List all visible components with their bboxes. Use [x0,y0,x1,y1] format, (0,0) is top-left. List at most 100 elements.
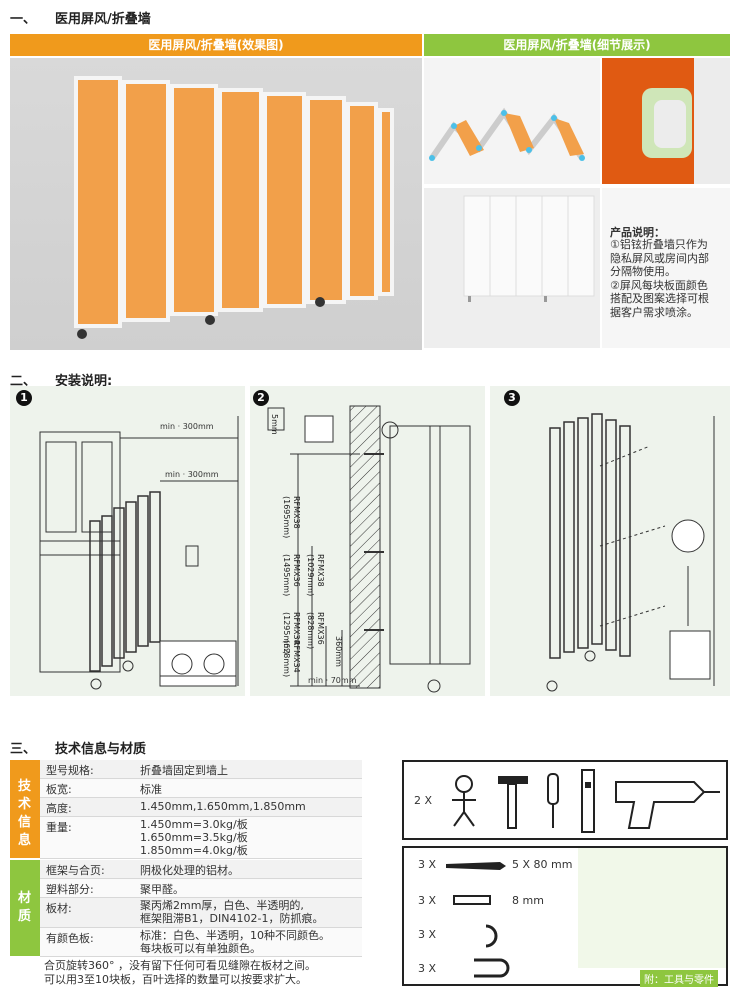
section3-title: 技术信息与材质 [55,742,147,757]
row-key: 高度: [46,802,72,815]
detail-hinge-image [424,58,600,184]
part-qty: 3 X [418,928,437,941]
section1-number: 一、 [10,12,37,27]
label-1029: (1029mm) [306,554,315,597]
side-char: 材 [17,891,32,906]
step1-badge: 1 [16,390,32,406]
desc-line: 隐私屏风或房间内部 [610,251,709,265]
dim-360mm: 360mm [334,636,343,667]
weight-line: 1.650mm=3.5kg/板 [140,831,248,844]
tools-box: 2 X [402,760,728,840]
tech-row-width: 板宽: 标准 [40,779,362,798]
material-row-frame: 框架与合页: 阴极化处理的铝材。 [40,860,362,879]
section2-title: 安装说明: [55,374,113,389]
row-value: 聚甲醛。 [140,883,184,896]
side-char: 息 [17,833,32,848]
header-detail-display: 医用屏风/折叠墙(细节展示) [424,34,730,56]
row-key: 重量: [46,821,72,834]
tech-side-label: 技 术 信 息 [10,760,40,858]
desc-line: ①铝铉折叠墙只作为 [610,238,708,251]
desc-line: 分隔物使用。 [610,265,676,278]
note-line: 可以用3至10块板，百叶选择的数量可以按要求扩大。 [44,973,307,986]
material-row-plastic: 塑料部分: 聚甲醛。 [40,879,362,898]
dim-min-70mm: min · 70mm [308,676,357,685]
side-char: 质 [17,909,32,924]
material-row-board: 板材: 聚丙烯2mm厚，白色、半透明的, 框架阻滞B1，DIN4102-1，防抓… [40,898,362,928]
label-rfmx36-b: RFMX36 [316,612,325,645]
row-key: 塑料部分: [46,883,94,896]
header-effect-image: 医用屏风/折叠墙(效果图) [10,34,422,56]
screen-panel [170,84,218,316]
row-key: 板宽: [46,783,72,796]
label-rfmx34-b: RFMX34 [292,640,301,673]
part-qty: 3 X [418,858,437,871]
screen-panel [218,88,263,312]
screen-panel [306,96,346,304]
section1-title: 医用屏风/折叠墙 [55,12,151,27]
row-key: 型号规格: [46,764,94,777]
color-line: 标准：白色、半透明，10种不同颜色。 [140,929,330,942]
label-rfmx34: RFMX34 [292,612,301,645]
dim-min-300-mid: min · 300mm [165,470,219,479]
label-628: (628mm) [282,640,291,678]
side-char: 技 [17,779,32,794]
label-1495: (1495mm) [282,554,291,597]
weight-line: 1.850mm=4.0kg/板 [140,844,248,857]
tech-row-weight: 重量: 1.450mm=3.0kg/板 1.650mm=3.5kg/板 1.85… [40,817,362,859]
side-char: 术 [17,797,32,812]
product-description-title: 产品说明： [610,226,665,239]
install-step3-panel: 3 [490,386,730,696]
side-char: 信 [17,815,32,830]
install-step2-panel: 2 5mm (1695mm) RFMX38 (1495mm) RFMX36 (1… [250,386,485,696]
row-value: 1.450mm,1.650mm,1.850mm [140,800,306,813]
hook-icon [485,924,498,948]
tech-row-model: 型号规格: 折叠墙固定到墙上 [40,760,362,779]
tech-row-height: 高度: 1.450mm,1.650mm,1.850mm [40,798,362,817]
part-qty: 3 X [418,894,437,907]
anchor-icon [453,895,491,905]
caster-wheel [315,297,325,307]
product-description-lines: ①铝铉折叠墙只作为 隐私屏风或房间内部 分隔物使用。 ②屏风每块板面颜色 搭配及… [610,238,709,319]
parts-box: 3 X 5 X 80 mm 3 X 8 mm 3 X 3 X 附：工具与零件 [402,846,728,987]
label-1695: (1695mm) [282,496,291,539]
caster-wheel [77,329,87,339]
material-row-color: 有颜色板: 标准：白色、半透明，10种不同颜色。 每块板可以有单独颜色。 [40,928,362,957]
row-key: 板材: [46,902,72,915]
material-notes: 合页旋转360° ，没有留下任何可看见缝隙在板材之间。 可以用3至10块板，百叶… [44,959,364,987]
parts-caption: 附：工具与零件 [640,970,718,987]
screen-panel [74,76,122,328]
dim-min-300-top: min · 300mm [160,422,214,431]
product-description-panel: 产品说明： ①铝铉折叠墙只作为 隐私屏风或房间内部 分隔物使用。 ②屏风每块板面… [602,188,730,348]
label-1295: (1295mm) [282,612,291,655]
parts-bg [578,848,726,968]
row-key: 框架与合页: [46,864,105,877]
screen-panel [378,108,394,296]
row-value: 标准 [140,783,162,796]
screen-panel [263,92,306,308]
folding-screen-render [74,76,394,339]
row-value: 折叠墙固定到墙上 [140,764,228,777]
board-line: 聚丙烯2mm厚，白色、半透明的, [140,899,304,912]
row-key: 有颜色板: [46,932,94,945]
label-rfmx36: RFMX36 [292,554,301,587]
row-value: 标准：白色、半透明，10种不同颜色。 每块板可以有单独颜色。 [140,929,330,955]
step3-badge: 3 [504,390,520,406]
install-step1-panel: 1 min · 300mm min · 300mm [10,386,245,696]
section3-number: 三、 [10,742,37,757]
weight-line: 1.450mm=3.0kg/板 [140,818,248,831]
tools-qty: 2 X [414,794,433,807]
dim-5mm: 5mm [270,414,279,435]
note-line: 合页旋转360° ，没有留下任何可看见缝隙在板材之间。 [44,959,316,972]
screen-panel [122,80,170,322]
caster-wheel [205,315,215,325]
effect-image [10,58,422,350]
part-qty: 3 X [418,962,437,975]
clip-icon [474,958,510,978]
row-value: 阴极化处理的铝材。 [140,864,239,877]
desc-line: 据客户需求喷涂。 [610,305,698,319]
desc-line: 搭配及图案选择可根 [610,292,709,305]
detail-white-screen-image [424,188,600,348]
desc-line: ②屏风每块板面颜色 [610,278,708,292]
detail-handle-image [602,58,730,184]
section2-number: 二、 [10,374,37,389]
